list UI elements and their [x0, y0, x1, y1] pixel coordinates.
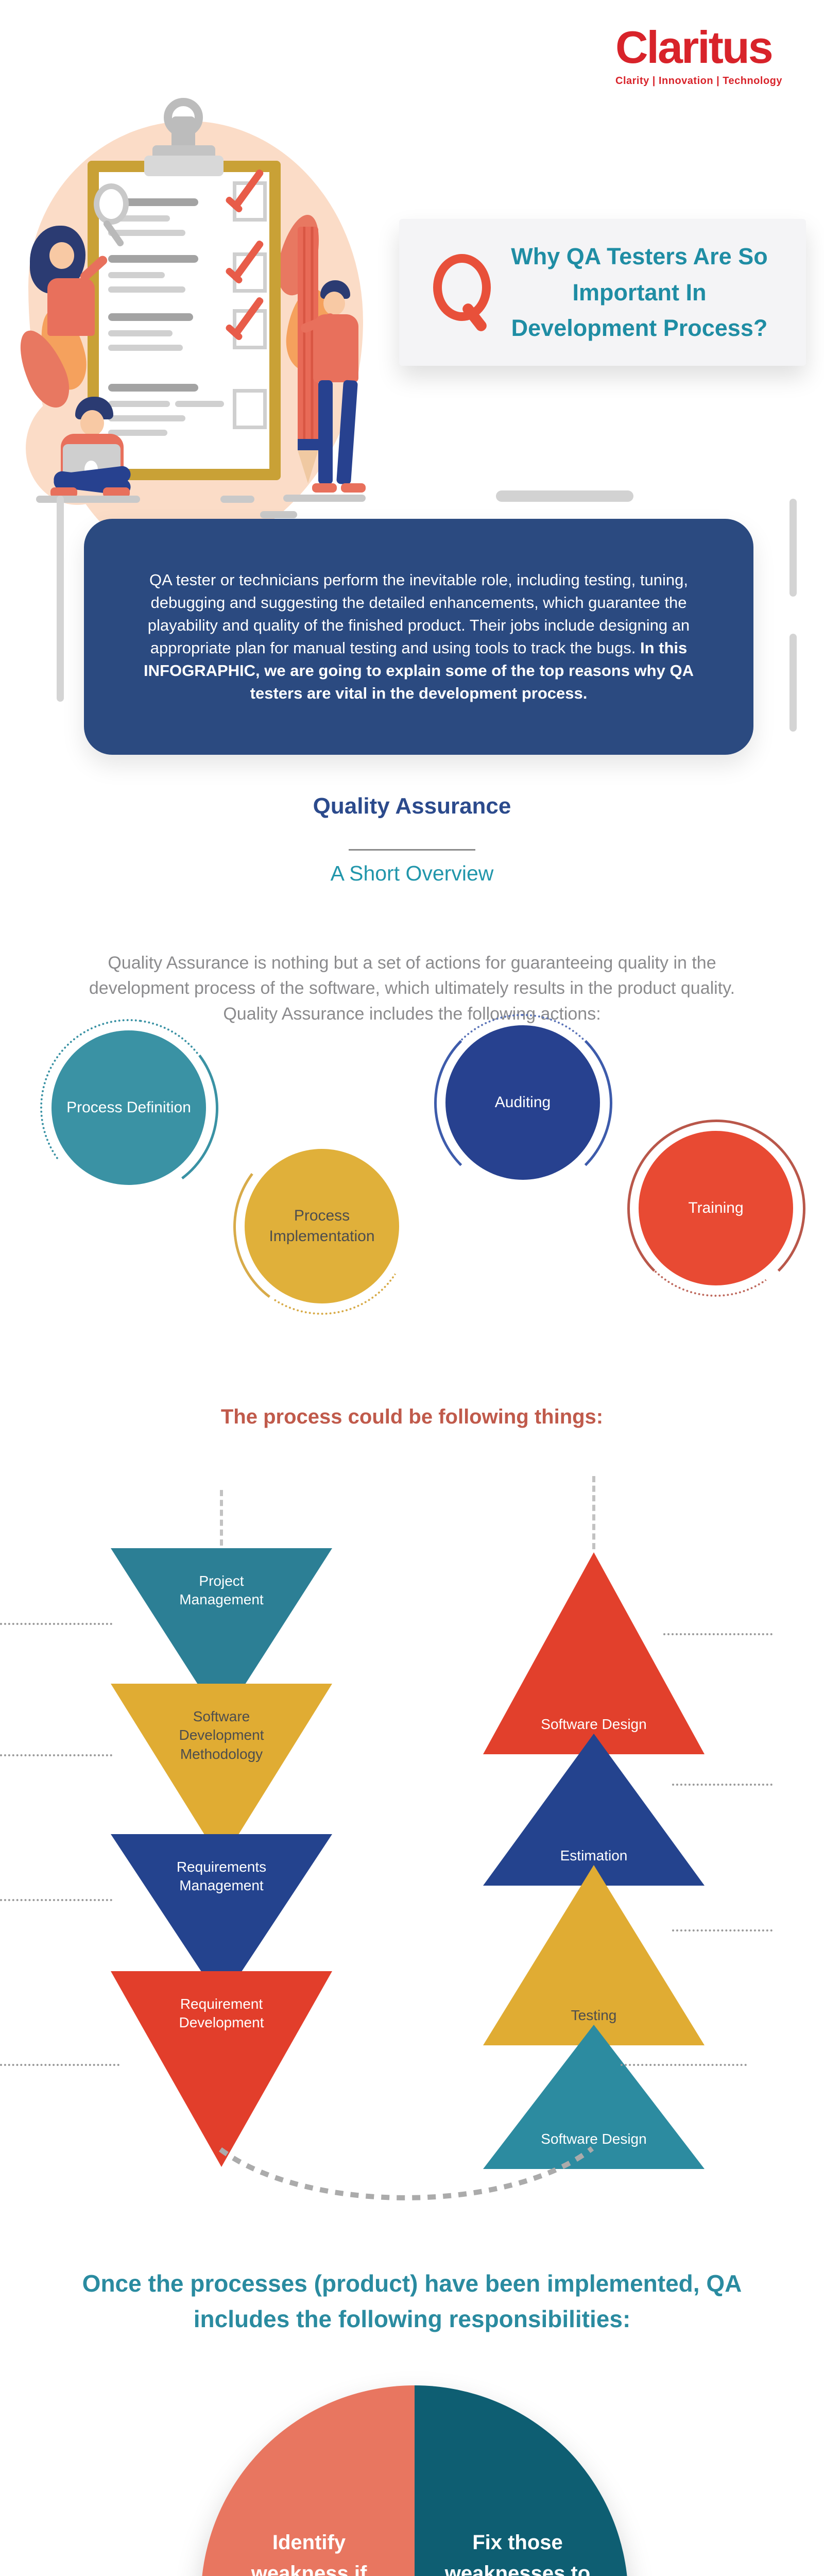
search-icon-ring [433, 253, 491, 321]
checklist-line [108, 430, 167, 436]
curved-dashed-connector [219, 2146, 594, 2200]
intro-text-bold: In this INFOGRAPHIC, we are going to exp… [144, 639, 694, 703]
section-title-quality-assurance: Quality Assurance [313, 793, 511, 819]
sitting-man-face [80, 410, 104, 436]
funnel-label: Software Development Methodology [179, 1708, 264, 1762]
funnel-label: Testing [571, 2007, 617, 2023]
brand-logo: Claritus Clarity | Innovation | Technolo… [615, 25, 801, 87]
checklist-line [108, 415, 185, 421]
clipboard-clip [144, 156, 224, 176]
checklist-line [108, 330, 173, 336]
checklist-line [108, 198, 198, 206]
funnel-label: Software Design [541, 1716, 647, 1732]
pie-label-left: Identify weakness if any, in the process [251, 2531, 367, 2576]
intro-text-normal: QA tester or technicians perform the ine… [147, 570, 690, 657]
ground-line [220, 496, 254, 503]
brand-tagline: Clarity | Innovation | Technology [615, 75, 783, 87]
action-label: Process Implementation [269, 1207, 375, 1245]
action-circle-training: Training [613, 1105, 819, 1311]
brand-logo-text: Claritus [615, 22, 774, 73]
section-subtitle-overview: A Short Overview [330, 861, 494, 885]
checklist-line [108, 345, 183, 351]
funnel-label: Project Management [179, 1573, 264, 1608]
funnel-label: Requirement Development [179, 1996, 264, 2031]
funnel-item: Estimation [483, 1734, 705, 1886]
shoe [341, 483, 366, 493]
checklist-line [108, 255, 198, 263]
circle-ring-solid [434, 1014, 612, 1192]
shoe [312, 483, 337, 493]
divider-line [349, 849, 475, 851]
question-banner: Why QA Testers Are So Important In Devel… [399, 219, 806, 366]
dotted-line [672, 1929, 772, 1931]
action-circle-process-definition: Process Definition [28, 1007, 230, 1209]
funnel-label: Software Design [541, 2130, 647, 2147]
ground-line [260, 511, 297, 518]
overview-paragraph: Quality Assurance is nothing but a set o… [89, 953, 735, 1024]
checklist-line [108, 230, 185, 236]
funnel-label: Requirements Management [176, 1859, 267, 1894]
action-label: Training [688, 1199, 744, 1216]
action-label: Auditing [494, 1093, 551, 1111]
dotted-line [663, 1633, 772, 1635]
action-circle-process-implementation: Process Implementation [216, 1121, 427, 1332]
action-label: Process Definition [66, 1098, 191, 1116]
checklist-line [108, 272, 165, 278]
pie-label-right: Fix those weaknesses to enhance the proc… [444, 2531, 591, 2576]
dotted-line [672, 1784, 772, 1786]
dotted-line [0, 2064, 119, 2066]
responsibilities-heading: Once the processes (product) have been i… [82, 2270, 742, 2332]
standing-man-face [323, 292, 345, 315]
dotted-line [0, 1754, 112, 1756]
question-title: Why QA Testers Are So Important In Devel… [511, 243, 768, 342]
funnel-label: Estimation [560, 1847, 628, 1863]
checkbox-empty [233, 389, 267, 429]
action-circle-auditing: Auditing [434, 1014, 612, 1192]
search-icon [424, 249, 501, 336]
decor-bar-right [789, 634, 797, 732]
hero-illustration [0, 0, 391, 556]
checklist-line [108, 401, 170, 407]
dotted-line [0, 1623, 112, 1625]
woman-body [47, 278, 95, 336]
dashed-connector-vertical [592, 1476, 595, 1549]
shoe [103, 487, 130, 498]
funnel-item: Testing [483, 1865, 705, 2045]
checklist-line [175, 401, 224, 407]
intro-paragraph: QA tester or technicians perform the ine… [138, 569, 699, 705]
magnifying-glass-icon [94, 183, 129, 225]
dotted-line [0, 1899, 112, 1901]
dashed-connector-vertical [220, 1490, 223, 1546]
ground-line [36, 496, 140, 503]
checklist-line [108, 384, 198, 392]
decor-pill-top [496, 490, 633, 502]
pencil-band [298, 439, 318, 450]
checklist-line [108, 286, 185, 293]
checklist-line [108, 313, 193, 321]
shoe [50, 487, 77, 498]
decor-bar-left [57, 496, 64, 702]
circle-ring-solid [627, 1120, 805, 1298]
woman-face [49, 242, 74, 269]
standing-man-leg [318, 380, 333, 484]
process-heading: The process could be following things: [220, 1405, 604, 1428]
intro-box: QA tester or technicians perform the ine… [84, 519, 753, 755]
dotted-line [621, 2064, 747, 2066]
decor-bar-right [789, 499, 797, 597]
funnel-item: Software Design [483, 1552, 705, 1754]
ground-line [283, 495, 366, 502]
